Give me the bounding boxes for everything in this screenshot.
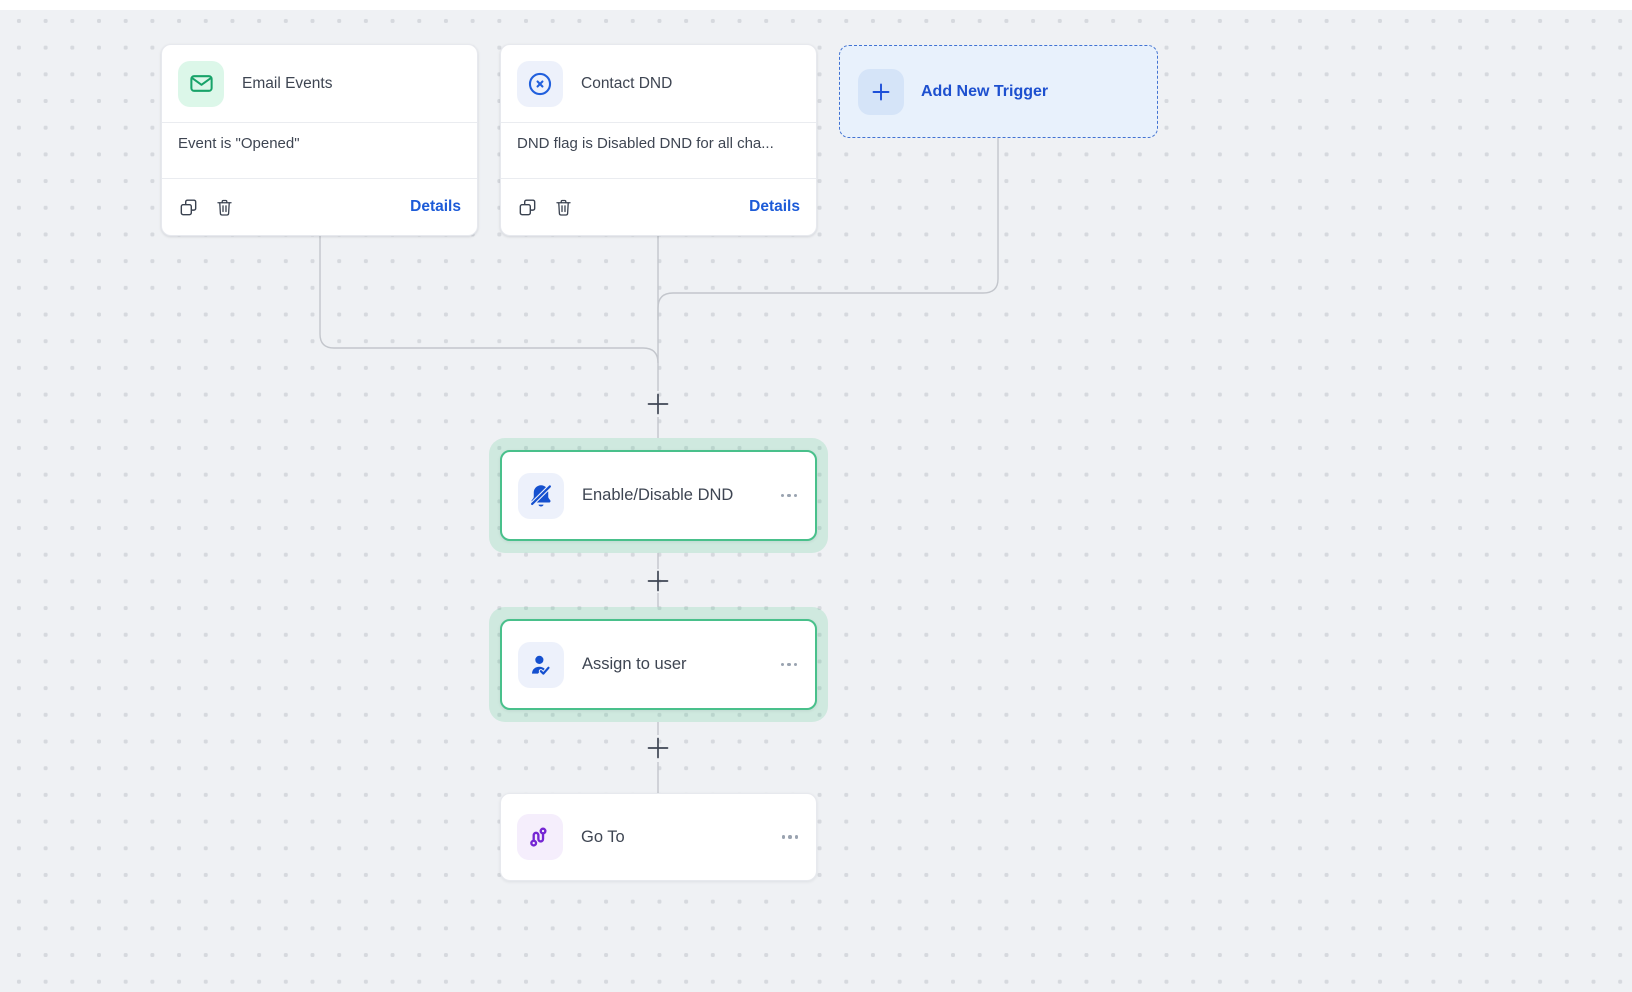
trigger-card-header: Email Events bbox=[162, 45, 477, 123]
user-check-icon bbox=[518, 641, 564, 688]
insert-step-button[interactable] bbox=[645, 568, 671, 594]
insert-step-button[interactable] bbox=[645, 391, 671, 417]
insert-step-button[interactable] bbox=[645, 735, 671, 761]
route-icon bbox=[517, 814, 563, 860]
trigger-card-footer: Details bbox=[501, 179, 816, 235]
action-node-enable-disable-dnd[interactable]: Enable/Disable DND bbox=[500, 450, 817, 541]
more-options-button[interactable] bbox=[779, 657, 800, 673]
bell-slash-icon bbox=[518, 472, 564, 519]
action-node-title: Assign to user bbox=[582, 655, 687, 673]
more-options-button[interactable] bbox=[780, 829, 801, 845]
copy-icon[interactable] bbox=[517, 197, 538, 218]
trigger-filter-summary: Event is "Opened" bbox=[162, 123, 477, 179]
details-link[interactable]: Details bbox=[749, 198, 800, 215]
top-white-strip bbox=[0, 0, 1632, 10]
action-node-title: Go To bbox=[581, 827, 625, 846]
add-new-trigger-label: Add New Trigger bbox=[921, 82, 1049, 100]
trash-icon[interactable] bbox=[553, 197, 574, 218]
action-node-title: Enable/Disable DND bbox=[582, 486, 734, 504]
trigger-title: Email Events bbox=[242, 74, 333, 92]
copy-icon[interactable] bbox=[178, 197, 199, 218]
trigger-title: Contact DND bbox=[581, 74, 673, 92]
trigger-filter-summary: DND flag is Disabled DND for all cha... bbox=[501, 123, 816, 179]
trigger-card-header: Contact DND bbox=[501, 45, 816, 123]
more-options-button[interactable] bbox=[779, 488, 800, 504]
action-node-assign-to-user[interactable]: Assign to user bbox=[500, 619, 817, 710]
trash-icon[interactable] bbox=[214, 197, 235, 218]
plus-icon bbox=[858, 68, 904, 115]
add-new-trigger-button[interactable]: Add New Trigger bbox=[839, 45, 1158, 138]
envelope-icon bbox=[178, 60, 224, 107]
trigger-card-footer: Details bbox=[162, 179, 477, 235]
details-link[interactable]: Details bbox=[410, 198, 461, 215]
circle-x-icon bbox=[517, 60, 563, 107]
trigger-card-contact-dnd[interactable]: Contact DND DND flag is Disabled DND for… bbox=[500, 44, 817, 236]
action-node-go-to[interactable]: Go To bbox=[500, 793, 817, 881]
trigger-card-email-events[interactable]: Email Events Event is "Opened" Details bbox=[161, 44, 478, 236]
